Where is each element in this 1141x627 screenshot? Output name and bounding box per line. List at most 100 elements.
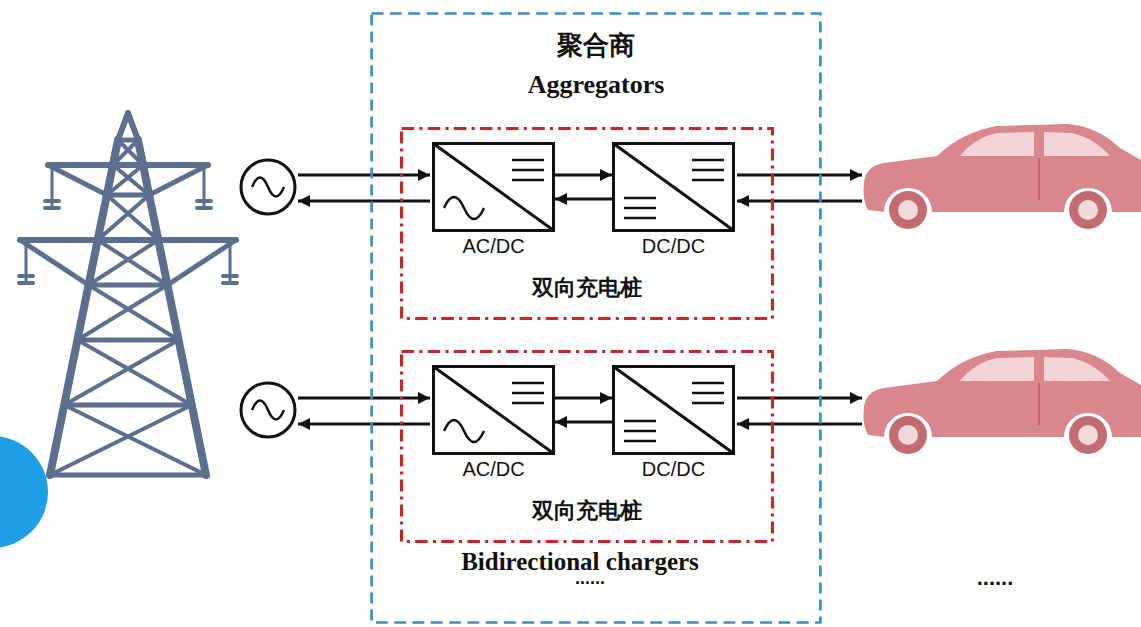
- box-border: [434, 367, 554, 454]
- tower-member: [167, 240, 236, 285]
- power-arrow: [737, 397, 862, 400]
- tower-member: [45, 206, 59, 210]
- dc-symbol: [624, 197, 656, 200]
- aggregator-region: AC/DCDC/DC双向充电桩AC/DCDC/DC双向充电桩聚合商Aggrega…: [370, 12, 822, 624]
- dc-symbol: [512, 402, 544, 405]
- power-arrow: [298, 397, 430, 400]
- car-window: [1044, 357, 1110, 381]
- tower-member: [89, 283, 168, 288]
- dc-symbol: [692, 382, 724, 385]
- tower-member: [98, 240, 168, 285]
- tower-member: [223, 281, 237, 285]
- flow-arrow: [555, 397, 612, 400]
- dc-symbol: [512, 382, 544, 385]
- dc-symbol: [692, 392, 724, 395]
- dc-symbol: [692, 402, 724, 405]
- dc-symbol: [512, 159, 544, 162]
- box-label: AC/DC: [412, 458, 575, 481]
- tower-member: [20, 237, 236, 243]
- tower-member: [77, 285, 167, 340]
- box-border: [614, 367, 734, 454]
- sine-symbol: [252, 401, 284, 420]
- tower-member: [20, 240, 89, 285]
- node-outline: [612, 365, 735, 455]
- car-wheel: [1069, 191, 1107, 229]
- car-window: [1044, 132, 1110, 156]
- tower-member: [77, 338, 178, 343]
- car-door-line: [1038, 383, 1040, 425]
- converter-box: DC/DC: [612, 365, 735, 455]
- charger-group: AC/DC DC/DC 双向充电桩: [400, 127, 774, 320]
- box-border: [614, 144, 734, 231]
- power-arrow: [737, 423, 862, 426]
- tower-member: [98, 195, 149, 240]
- ellipsis: ......: [560, 568, 620, 589]
- dc-symbol: [692, 169, 724, 172]
- flow-arrow: [555, 198, 612, 201]
- tower-member: [48, 162, 208, 168]
- node-outline: [432, 142, 555, 232]
- tower-member: [128, 113, 138, 140]
- power-arrows: [298, 175, 862, 424]
- group-label: 双向充电桩: [400, 496, 774, 526]
- node-outline: [370, 12, 822, 624]
- dc-symbol: [692, 179, 724, 182]
- power-arrow: [737, 200, 862, 203]
- box-label: DC/DC: [592, 458, 755, 481]
- tower-member: [64, 340, 178, 405]
- node-outline: [432, 365, 555, 455]
- car-wheel: [889, 191, 927, 229]
- converter-box: AC/DC: [432, 142, 555, 232]
- tower-member: [19, 281, 33, 285]
- tower-member: [113, 140, 138, 165]
- tower-member: [50, 473, 206, 478]
- car-window: [960, 357, 1034, 381]
- dc-symbol: [512, 169, 544, 172]
- box-label: DC/DC: [592, 235, 755, 258]
- car-hub: [898, 200, 918, 220]
- tower-member: [64, 405, 206, 475]
- tower-member: [19, 274, 33, 278]
- tower-member: [107, 193, 149, 198]
- diagonal: [614, 367, 733, 453]
- tower-member: [48, 165, 107, 195]
- power-arrow: [298, 423, 430, 426]
- dc-symbol: [624, 217, 656, 220]
- car-hub: [898, 425, 918, 445]
- tower-member: [107, 195, 158, 240]
- tower-member: [89, 285, 179, 340]
- diagonal: [434, 144, 553, 230]
- tower-member: [149, 165, 208, 195]
- dc-symbol: [624, 420, 656, 423]
- box-label: AC/DC: [412, 235, 575, 258]
- converter-box: AC/DC: [432, 365, 555, 455]
- node-outline: [612, 142, 735, 232]
- electric-car: [864, 124, 1141, 229]
- flow-arrow: [555, 174, 612, 177]
- tower-member: [50, 405, 192, 475]
- dc-symbol: [624, 207, 656, 210]
- tower-member: [113, 165, 149, 195]
- ac-source-circle: [241, 383, 295, 437]
- group-label: 双向充电桩: [400, 273, 774, 303]
- power-arrow: [298, 200, 430, 203]
- transmission-tower: [19, 113, 237, 475]
- region-subtitle: Aggregators: [370, 70, 822, 100]
- tower-member: [45, 199, 59, 203]
- flow-arrow: [555, 421, 612, 424]
- tower-member: [197, 206, 211, 210]
- car-wheel: [1069, 416, 1107, 454]
- ac-source: [241, 160, 295, 437]
- car-hub: [1078, 200, 1098, 220]
- tower-member: [107, 165, 143, 195]
- tower-member: [223, 274, 237, 278]
- dc-symbol: [624, 430, 656, 433]
- tower-member: [118, 140, 143, 165]
- car-door-line: [1038, 158, 1040, 200]
- ac-symbol: [444, 420, 484, 442]
- sine-symbol: [252, 178, 284, 197]
- tower-member: [89, 240, 159, 285]
- ellipsis: ......: [955, 565, 1035, 591]
- car-window: [960, 132, 1034, 156]
